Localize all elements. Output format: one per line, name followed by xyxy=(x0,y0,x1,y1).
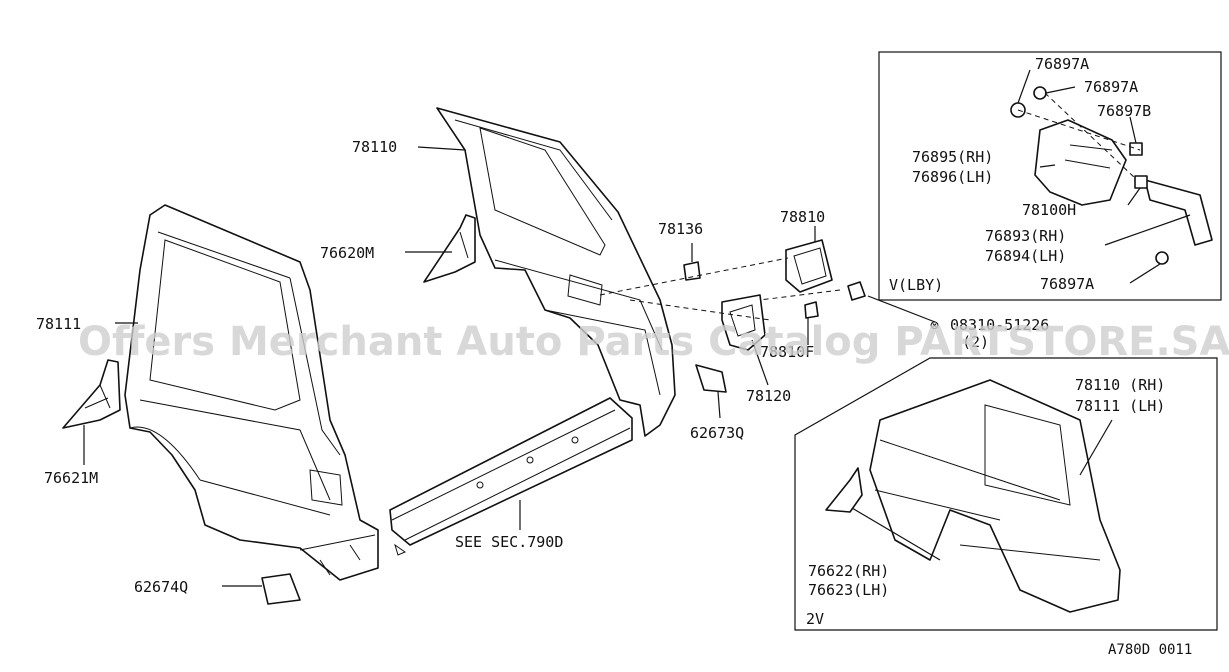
label-78810f: 78810F xyxy=(760,343,814,361)
leader-lines xyxy=(83,146,936,587)
inset-vlby-label-76895: 76895(RH) xyxy=(912,148,993,166)
inset-2v-title: 2V xyxy=(806,610,824,628)
label-78111: 78111 xyxy=(36,315,81,333)
floor-side-member[interactable] xyxy=(389,397,633,556)
inset-vlby-label-76894: 76894(LH) xyxy=(985,247,1066,265)
label-screw-qty: (2) xyxy=(962,333,989,351)
inset-2v-label-78111: 78111 (LH) xyxy=(1075,397,1165,415)
inset-vlby-label-76897a-2: 76897A xyxy=(1084,78,1138,96)
clip-78136[interactable] xyxy=(683,243,701,281)
bracket-76620m[interactable] xyxy=(423,214,476,283)
inset-vlby-label-76897a-1: 76897A xyxy=(1035,55,1089,73)
inset-vlby-label-76893: 76893(RH) xyxy=(985,227,1066,245)
label-78810: 78810 xyxy=(780,208,825,226)
inset-2v xyxy=(794,357,1218,631)
inset-vlby-label-76896: 76896(LH) xyxy=(912,168,993,186)
fuel-lid-78810[interactable] xyxy=(785,226,833,293)
watermark: Offers Merchant Auto Parts Catalog PARTS… xyxy=(78,319,1229,365)
label-screw-number: 08310-51226 xyxy=(950,316,1049,334)
fasteners[interactable] xyxy=(261,281,866,605)
bracket-76621m[interactable] xyxy=(62,359,121,429)
inset-vlby xyxy=(878,51,1222,301)
label-76621m: 76621M xyxy=(44,469,98,487)
label-62674q: 62674Q xyxy=(134,578,188,596)
inset-vlby-label-78100h: 78100H xyxy=(1022,201,1076,219)
label-78136: 78136 xyxy=(658,220,703,238)
inset-2v-label-78110: 78110 (RH) xyxy=(1075,376,1165,394)
figure-code: A780D 0011 xyxy=(1108,642,1192,658)
quarter-panel-left[interactable] xyxy=(124,204,379,581)
inset-vlby-title: V(LBY) xyxy=(889,276,943,294)
quarter-panel-right[interactable] xyxy=(436,107,676,437)
label-78120: 78120 xyxy=(746,387,791,405)
label-78110: 78110 xyxy=(352,138,397,156)
inset-vlby-label-76897b: 76897B xyxy=(1097,102,1151,120)
inset-vlby-label-76897a-3: 76897A xyxy=(1040,275,1094,293)
fuel-lid-base-78120[interactable] xyxy=(721,294,766,351)
label-see-sec: SEE SEC.790D xyxy=(455,533,563,551)
inset-2v-label-76623: 76623(LH) xyxy=(808,581,889,599)
inset-2v-label-76622: 76622(RH) xyxy=(808,562,889,580)
label-76620m: 76620M xyxy=(320,244,374,262)
label-62673q: 62673Q xyxy=(690,424,744,442)
screw-icon: ⊗ xyxy=(930,316,939,334)
